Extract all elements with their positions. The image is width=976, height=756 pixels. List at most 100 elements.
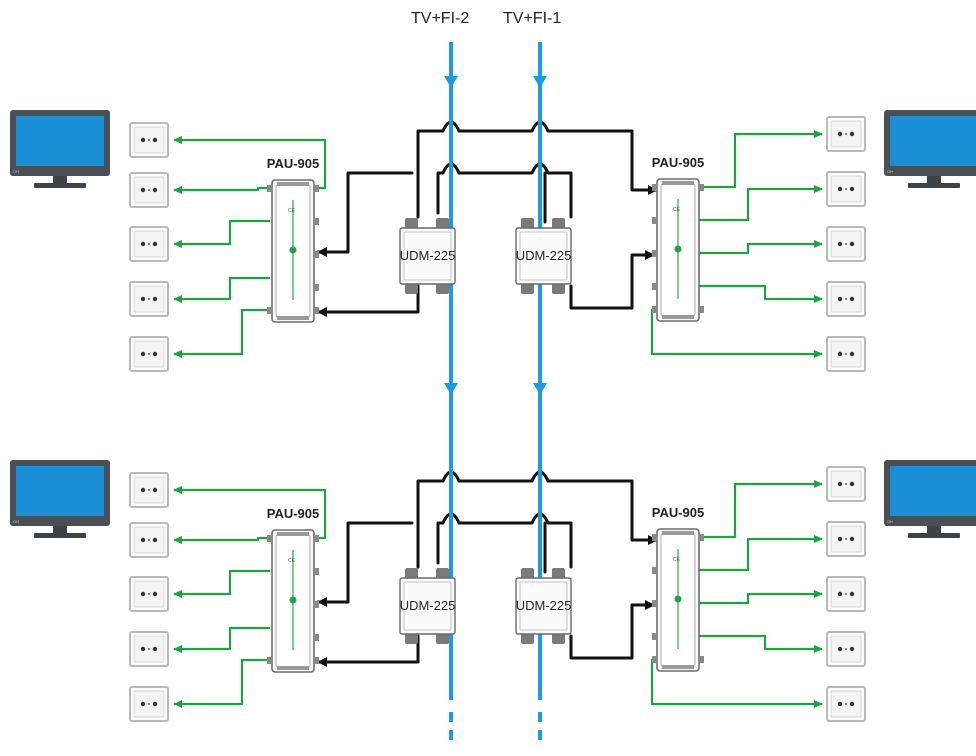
tv-icon: OH bbox=[10, 460, 110, 538]
multiswitch-housing bbox=[399, 227, 456, 285]
ce-mark: CE bbox=[288, 208, 296, 214]
socket-icon bbox=[826, 686, 866, 722]
subscriber-cable bbox=[173, 276, 270, 303]
amplifier-port bbox=[314, 185, 319, 192]
socket-port bbox=[849, 351, 855, 357]
subscriber-cable bbox=[173, 308, 270, 358]
amplifier-port bbox=[314, 535, 319, 542]
multiswitch-label: UDM-225 bbox=[400, 598, 456, 613]
multiswitch-top-connector bbox=[405, 218, 418, 230]
amplifier-port bbox=[652, 656, 657, 663]
multiswitch-bottom-connector bbox=[436, 282, 449, 294]
amplifier-label: PAU-905 bbox=[267, 156, 320, 171]
tv-screen bbox=[890, 116, 976, 166]
socket-port bbox=[849, 296, 855, 302]
amplifier-bottom-clip bbox=[662, 315, 694, 319]
multiswitch-top-connector bbox=[552, 218, 565, 230]
multiswitch-bottom-connector bbox=[436, 632, 449, 644]
socket-port bbox=[837, 481, 843, 487]
socket-port bbox=[152, 487, 158, 493]
socket-icon bbox=[826, 466, 866, 502]
tv-stand bbox=[908, 183, 960, 188]
multiswitch-bottom-connector bbox=[405, 632, 418, 644]
multiswitch-top-connector bbox=[436, 568, 449, 580]
subscriber-cable bbox=[699, 240, 823, 255]
subscriber-cable bbox=[173, 486, 327, 540]
amplifier-bottom-clip bbox=[277, 316, 309, 320]
amplifier-top-clip bbox=[662, 181, 694, 185]
tv-stand bbox=[908, 533, 960, 538]
socket-port bbox=[140, 187, 146, 193]
socket-dot bbox=[148, 243, 150, 245]
socket-icon bbox=[826, 226, 866, 262]
socket-port bbox=[152, 351, 158, 357]
amplifier-logo bbox=[674, 245, 682, 253]
multiswitch-housing bbox=[515, 577, 572, 635]
udm-225-multiswitch: UDM-225 bbox=[399, 568, 456, 644]
socket-icon bbox=[129, 122, 169, 158]
multiswitch-bottom-connector bbox=[552, 282, 565, 294]
socket-port bbox=[837, 131, 843, 137]
socket-port bbox=[152, 646, 158, 652]
socket-port bbox=[837, 591, 843, 597]
tv-screen bbox=[16, 466, 104, 516]
amplifier-input-port bbox=[267, 535, 272, 542]
socket-port bbox=[837, 701, 843, 707]
socket-port bbox=[152, 241, 158, 247]
socket-dot bbox=[845, 133, 847, 135]
trunk-label-tvfi2: TV+FI-2 bbox=[411, 10, 470, 27]
amplifier-input-port bbox=[699, 306, 704, 313]
socket-icon bbox=[826, 336, 866, 372]
amplifier-logo bbox=[289, 596, 297, 604]
socket-dot bbox=[845, 243, 847, 245]
amplifier-top-clip bbox=[277, 532, 309, 536]
socket-port bbox=[140, 701, 146, 707]
subscriber-cable bbox=[699, 590, 823, 605]
tv-brand-mark: OH bbox=[887, 519, 893, 524]
subscriber-cable bbox=[173, 219, 270, 248]
tv-brand-mark: OH bbox=[13, 169, 19, 174]
coax-cable bbox=[416, 120, 659, 219]
socket-dot bbox=[148, 189, 150, 191]
tv-stand bbox=[34, 533, 86, 538]
coax-cable bbox=[316, 634, 420, 667]
socket-port bbox=[152, 187, 158, 193]
multiswitch-bottom-connector bbox=[521, 632, 534, 644]
socket-port bbox=[140, 296, 146, 302]
subscriber-cable bbox=[173, 569, 270, 598]
socket-dot bbox=[148, 703, 150, 705]
amplifier-port bbox=[314, 634, 319, 641]
amplifier-input-port bbox=[267, 657, 272, 664]
tv-icon: OH bbox=[884, 460, 976, 538]
amplifier-port bbox=[314, 568, 319, 575]
socket-icon bbox=[129, 226, 169, 262]
socket-dot bbox=[845, 648, 847, 650]
amplifier-logo bbox=[289, 246, 297, 254]
amplifier-top-clip bbox=[662, 531, 694, 535]
socket-dot bbox=[845, 298, 847, 300]
tv-neck bbox=[927, 526, 941, 534]
amplifier-port bbox=[314, 251, 319, 258]
multiswitch-top-connector bbox=[405, 568, 418, 580]
amplifier-input-port bbox=[699, 534, 704, 541]
socket-icon bbox=[129, 472, 169, 508]
tv-stand bbox=[34, 183, 86, 188]
socket-icon bbox=[129, 576, 169, 612]
multiswitch-housing bbox=[399, 577, 456, 635]
socket-dot bbox=[845, 353, 847, 355]
socket-port bbox=[837, 296, 843, 302]
tv-icon: OH bbox=[884, 110, 976, 188]
amplifier-port bbox=[652, 633, 657, 640]
subscriber-cable bbox=[650, 309, 823, 358]
socket-dot bbox=[148, 593, 150, 595]
multiswitch-inner-panel bbox=[403, 581, 452, 631]
socket-port bbox=[152, 591, 158, 597]
amplifier-input-port bbox=[699, 184, 704, 191]
trunk-label-tvfi1: TV+FI-1 bbox=[503, 10, 562, 27]
subscriber-cable bbox=[699, 535, 823, 572]
feed-arrow bbox=[444, 76, 458, 88]
tv-screen bbox=[890, 466, 976, 516]
socket-port bbox=[849, 186, 855, 192]
amplifier-port bbox=[652, 567, 657, 574]
